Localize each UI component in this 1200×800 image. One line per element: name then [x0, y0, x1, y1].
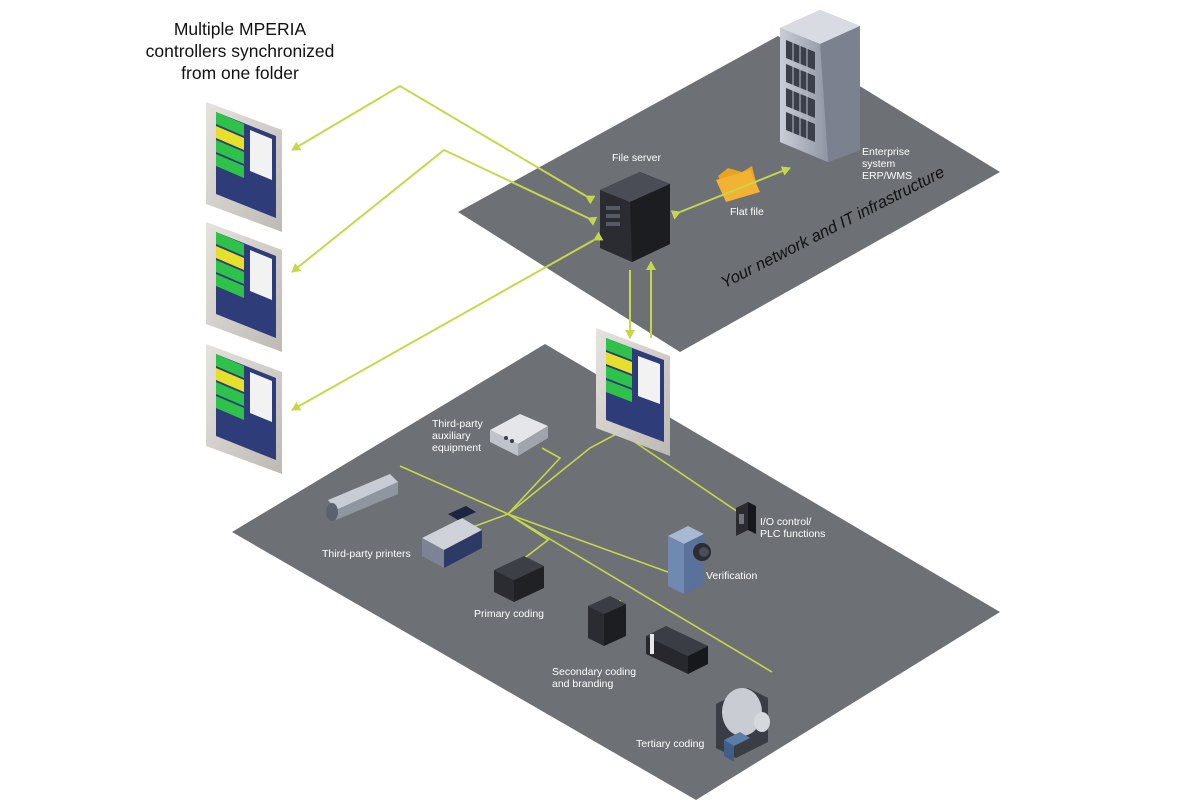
- mperia-controller-3-icon: [206, 344, 282, 474]
- file-server-label: File server: [612, 152, 662, 164]
- enterprise-server-rack-icon: [780, 10, 860, 162]
- diagram-title: Multiple MPERIA controllers synchronized…: [145, 19, 335, 83]
- third-party-printers-label: Third-party printers: [322, 548, 411, 560]
- tertiary-coding-device-icon: [716, 688, 770, 762]
- third-party-printer-tube-icon: [326, 474, 398, 521]
- upper-connectors: [291, 84, 791, 411]
- third-party-printer-keypad-icon: [422, 506, 482, 568]
- primary-coding-device-icon: [494, 556, 544, 602]
- tertiary-coding-label: Tertiary coding: [636, 738, 705, 750]
- central-mperia-controller-icon: [596, 328, 670, 456]
- enterprise-system-label: Enterprise system ERP/WMS: [862, 146, 913, 182]
- mperia-controller-1-icon: [206, 102, 282, 232]
- io-control-module-icon: [736, 502, 756, 536]
- production-floor-platform: [232, 344, 1000, 800]
- auxiliary-equipment-label: Third-party auxiliary equipment: [432, 418, 483, 454]
- secondary-coding-device-icon: [588, 596, 626, 646]
- primary-coding-label: Primary coding: [474, 608, 545, 620]
- mperia-controller-2-icon: [206, 222, 282, 352]
- io-control-label: I/O control/ PLC functions: [760, 516, 826, 540]
- verification-label: Verification: [706, 570, 758, 582]
- auxiliary-equipment-icon: [490, 414, 548, 456]
- branding-device-icon: [646, 626, 708, 674]
- flat-file-label: Flat file: [730, 206, 764, 218]
- verification-camera-icon: [668, 526, 711, 594]
- secondary-coding-label: Secondary coding and branding: [552, 666, 637, 690]
- file-server-icon: [600, 172, 670, 262]
